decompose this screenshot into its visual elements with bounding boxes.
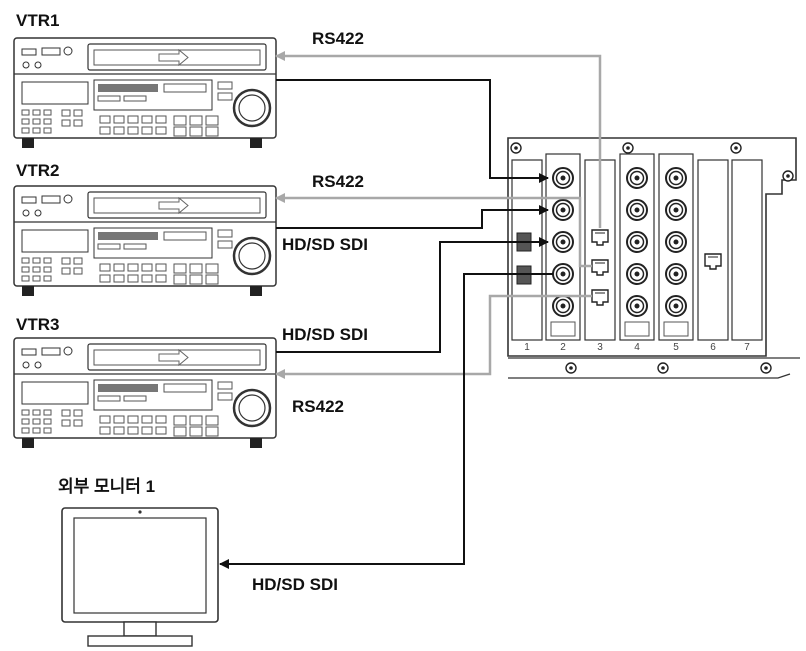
slot-number: 2 <box>560 342 566 353</box>
vtr3-sdi-label: HD/SD SDI <box>282 325 368 344</box>
slot-number: 4 <box>634 342 640 353</box>
monitor-label: 외부 모니터 1 <box>58 477 156 496</box>
slot-number: 7 <box>744 342 750 353</box>
monitor-sdi-label: HD/SD SDI <box>252 575 338 594</box>
slot-number: 3 <box>597 342 603 353</box>
vtr1-rs422-label: RS422 <box>312 29 364 48</box>
vtr1-sdi-cable <box>276 79 549 183</box>
slot-number: 5 <box>673 342 679 353</box>
vtr2-rs422-cable <box>275 193 592 268</box>
router-chassis <box>507 137 800 379</box>
vtr2-label: VTR2 <box>16 161 60 180</box>
vtr1-rs422-cable <box>275 51 602 228</box>
vtr2-rs422-label: RS422 <box>312 172 364 191</box>
slot-number: 1 <box>524 342 530 353</box>
slot-number: 6 <box>710 342 716 353</box>
external-monitor <box>61 507 219 647</box>
vtr3-label: VTR3 <box>16 315 60 334</box>
vtr3-rs422-cable <box>275 294 592 379</box>
vtr3-sdi-cable <box>276 237 549 353</box>
vtr3-deck <box>12 336 278 450</box>
vtr1-deck <box>12 36 278 150</box>
monitor-sdi-cable <box>219 273 553 569</box>
vtr2-sdi-cable <box>276 205 549 229</box>
vtr2-deck <box>12 184 278 298</box>
vtr3-rs422-label: RS422 <box>292 397 344 416</box>
vtr1-label: VTR1 <box>16 11 60 30</box>
vtr2-sdi-label: HD/SD SDI <box>282 235 368 254</box>
